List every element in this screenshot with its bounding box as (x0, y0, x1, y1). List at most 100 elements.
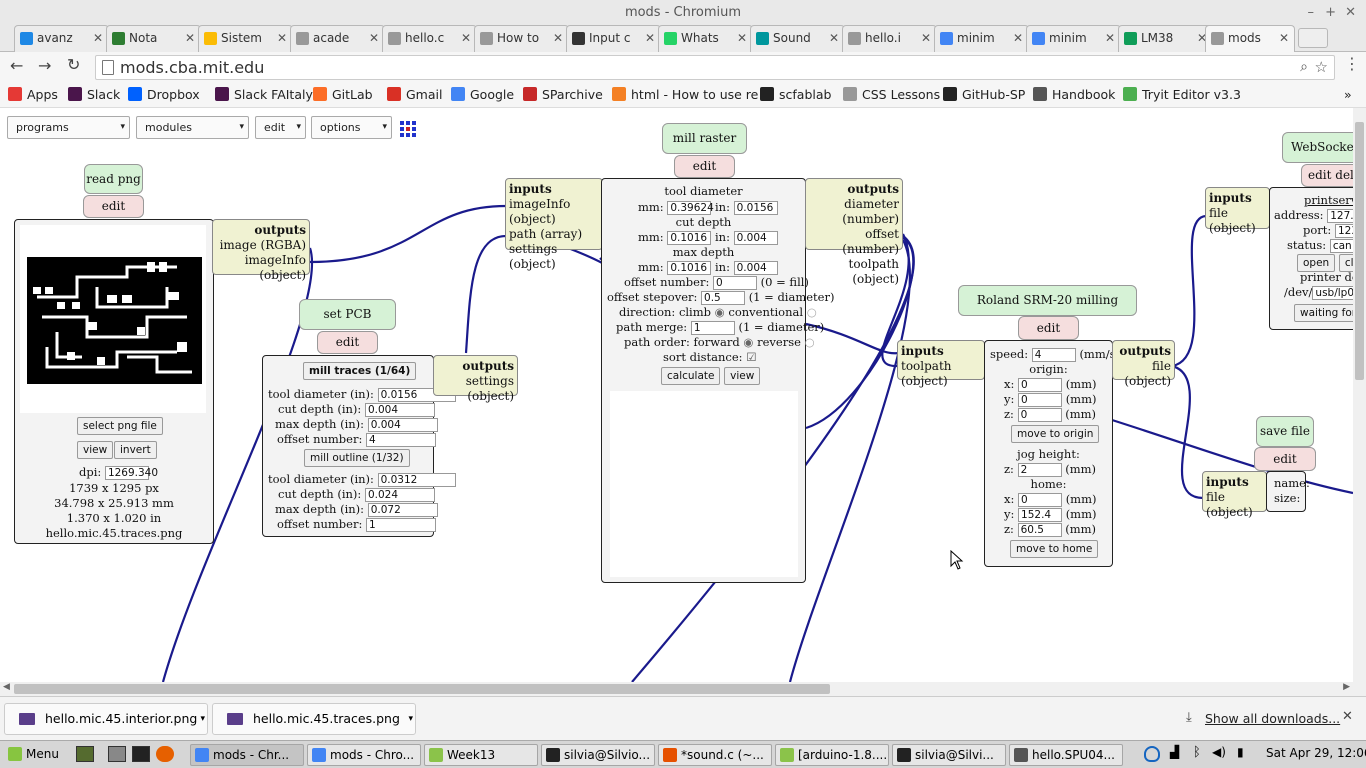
network-icon[interactable]: ▟ (1170, 745, 1180, 759)
cd-mm-input[interactable]: 0.1016 (667, 231, 712, 245)
show-all-downloads-link[interactable]: Show all downloads... (1205, 711, 1341, 726)
ws-port-input[interactable]: 1234 (1334, 224, 1353, 238)
outline-diameter-input[interactable]: 0.0312 (377, 473, 456, 487)
move-home-button[interactable]: move to home (1010, 540, 1099, 558)
tab-1[interactable]: Nota✕ (106, 25, 201, 52)
close-tab-icon[interactable]: ✕ (1012, 31, 1023, 45)
battery-icon[interactable]: ▮ (1237, 745, 1244, 759)
pcb-defaults-title[interactable]: set PCB defaults (299, 299, 396, 350)
taskbar-window-1[interactable]: mods - Chro... (307, 744, 421, 766)
mill-raster-title[interactable]: mill raster 2D (662, 123, 747, 174)
bookmark-star-icon[interactable]: ☆ (1314, 58, 1328, 76)
home-z-input[interactable]: 60.5 (1017, 523, 1062, 537)
close-tab-icon[interactable]: ✕ (460, 31, 471, 45)
options-menu[interactable]: options (311, 116, 392, 139)
volume-icon[interactable]: ◀) (1212, 745, 1226, 759)
modules-menu[interactable]: modules (136, 116, 249, 139)
grid-icon[interactable] (400, 121, 416, 137)
traces-cut-input[interactable]: 0.004 (364, 403, 435, 417)
bookmark-10[interactable]: CSS Lessons (843, 87, 940, 102)
output-image[interactable]: image (RGBA) (219, 238, 306, 252)
output-toolpath[interactable]: toolpath (object) (848, 257, 900, 286)
tab-9[interactable]: hello.i✕ (842, 25, 937, 52)
tab-4[interactable]: hello.c✕ (382, 25, 477, 52)
tab-11[interactable]: minim✕ (1026, 25, 1121, 52)
menu-icon[interactable]: ⋮ (1344, 54, 1360, 73)
view-button[interactable]: view (77, 441, 114, 459)
scroll-right-icon[interactable]: ▶ (1343, 682, 1350, 692)
input-file[interactable]: file (object) (1206, 490, 1253, 519)
close-tab-icon[interactable]: ✕ (1196, 31, 1207, 45)
close-tab-icon[interactable]: ✕ (1104, 31, 1115, 45)
zoom-icon[interactable]: ⌕ (1300, 59, 1308, 75)
origin-x-input[interactable]: 0 (1018, 378, 1063, 392)
close-tab-icon[interactable]: ✕ (368, 31, 379, 45)
origin-y-input[interactable]: 0 (1018, 393, 1063, 407)
download-item[interactable]: hello.mic.45.traces.png ▾ (212, 703, 416, 735)
md-in-input[interactable]: 0.004 (733, 261, 778, 275)
taskbar-window-6[interactable]: silvia@Silvi... (892, 744, 1006, 766)
bookmark-0[interactable]: Apps (8, 87, 58, 102)
vertical-scroll-thumb[interactable] (1355, 122, 1364, 380)
home-y-input[interactable]: 152.4 (1018, 508, 1063, 522)
jog-z-input[interactable]: 2 (1017, 463, 1062, 477)
back-icon[interactable]: ← (10, 56, 24, 75)
close-tab-icon[interactable]: ✕ (644, 31, 655, 45)
close-tab-icon[interactable]: ✕ (92, 31, 103, 45)
start-menu-button[interactable]: Menu (4, 744, 70, 766)
close-tab-icon[interactable]: ✕ (828, 31, 839, 45)
output-file[interactable]: file (object) (1124, 359, 1171, 388)
bookmark-3[interactable]: Slack FAItaly (215, 87, 313, 102)
reload-icon[interactable]: ↻ (67, 55, 81, 74)
output-diameter[interactable]: diameter (number) (842, 197, 899, 226)
download-item[interactable]: hello.mic.45.interior.png ▾ (4, 703, 208, 735)
calculate-button[interactable]: calculate (661, 367, 721, 385)
more-bookmarks-icon[interactable]: » (1344, 87, 1352, 102)
tab-8[interactable]: Sound✕ (750, 25, 845, 52)
bookmark-12[interactable]: Handbook (1033, 87, 1115, 102)
traces-max-input[interactable]: 0.004 (367, 418, 438, 432)
tab-0[interactable]: avanz✕ (14, 25, 109, 52)
input-file[interactable]: file (object) (1209, 206, 1256, 235)
mods-canvas[interactable]: programs modules edit options read png e… (0, 108, 1353, 682)
outline-max-input[interactable]: 0.072 (367, 503, 438, 517)
taskbar-window-3[interactable]: silvia@Silvio... (541, 744, 655, 766)
output-imageinfo[interactable]: imageInfo (object) (244, 253, 306, 282)
download-menu-icon[interactable]: ▾ (408, 714, 413, 724)
taskbar-window-2[interactable]: Week13 (424, 744, 538, 766)
shield-icon[interactable] (1144, 746, 1160, 762)
close-tab-icon[interactable]: ✕ (1278, 31, 1289, 45)
minimize-icon[interactable]: – (1307, 5, 1315, 20)
select-png-button[interactable]: select png file (77, 417, 163, 435)
waiting-button[interactable]: waiting for f (1294, 304, 1353, 322)
download-menu-icon[interactable]: ▾ (200, 714, 205, 724)
tab-2[interactable]: Sistem✕ (198, 25, 293, 52)
speed-input[interactable]: 4 (1031, 348, 1076, 362)
bookmark-8[interactable]: html - How to use re (612, 87, 758, 102)
reverse-radio[interactable]: ○ (804, 335, 815, 349)
traces-offset-input[interactable]: 4 (366, 433, 436, 447)
horizontal-scrollbar[interactable]: ◀ ▶ (0, 682, 1353, 696)
mill-outline-button[interactable]: mill outline (1/32) (304, 449, 410, 467)
roland-edit-delete[interactable]: edit delete (1018, 316, 1079, 357)
ws-close-button[interactable]: clo (1338, 254, 1353, 272)
firefox-launcher-icon[interactable] (156, 746, 174, 762)
taskbar-window-7[interactable]: hello.SPU04... (1009, 744, 1123, 766)
forward-radio[interactable]: ◉ (743, 335, 754, 349)
sort-checkbox[interactable]: ☑ (746, 350, 757, 364)
bookmark-2[interactable]: Dropbox (128, 87, 200, 102)
mill-raster-edit-delete[interactable]: edit delete (674, 155, 735, 194)
input-path[interactable]: path (array) (509, 227, 583, 241)
origin-z-input[interactable]: 0 (1017, 408, 1062, 422)
tab-5[interactable]: How to✕ (474, 25, 569, 52)
input-settings[interactable]: settings (object) (509, 242, 558, 271)
stepover-input[interactable]: 0.5 (701, 291, 746, 305)
maximize-icon[interactable]: + (1325, 5, 1336, 20)
edit-menu[interactable]: edit (255, 116, 306, 139)
cd-in-input[interactable]: 0.004 (733, 231, 778, 245)
bookmark-13[interactable]: Tryit Editor v3.3 (1123, 87, 1241, 102)
ws-address-input[interactable]: 127.0.0 (1327, 209, 1353, 223)
new-tab-button[interactable] (1298, 28, 1328, 48)
websocket-title[interactable]: WebSocket p (1282, 132, 1353, 163)
taskbar-window-0[interactable]: mods - Chr... (190, 744, 304, 766)
